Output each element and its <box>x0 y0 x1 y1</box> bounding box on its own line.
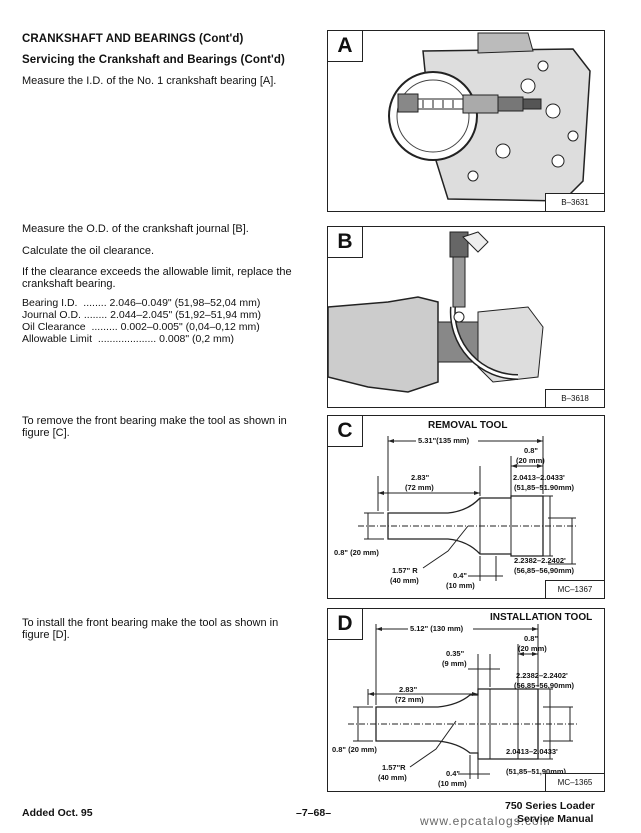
dim-d-d8mm: (10 mm) <box>438 779 467 788</box>
dim-d-d2: 0.35" <box>446 649 465 658</box>
figure-c-ref: MC–1367 <box>545 580 604 598</box>
dim-c-d5mm: (56,85–56,90mm) <box>514 566 575 575</box>
micrometer-bearing-illustration <box>388 32 591 202</box>
dim-c-d3: 2.0413–2.0433' <box>513 473 565 482</box>
dim-c-d4: 0.8" (20 mm) <box>334 548 379 557</box>
removal-tool-drawing <box>358 436 578 581</box>
paragraph-b3-line1: If the clearance exceeds the allowable l… <box>22 266 292 278</box>
figure-a-ref: B–3631 <box>545 193 604 211</box>
dim-d-d1mm: (20 mm) <box>518 644 547 653</box>
figure-d: D INSTALLATION TOOL <box>327 608 605 792</box>
dim-d-overall: 5.12" (130 mm) <box>410 624 464 633</box>
paragraph-a: Measure the I.D. of the No. 1 crankshaft… <box>22 75 277 87</box>
footer-series: 750 Series Loader <box>505 800 595 812</box>
footer-manual: Service Manual <box>517 813 594 825</box>
installation-tool-drawing <box>348 624 578 779</box>
dim-d-d7: 1.57"R <box>382 763 406 772</box>
figure-c-letter: C <box>328 416 363 447</box>
figure-c: C REMOVAL TOOL <box>327 415 605 599</box>
footer-page-number: –7–68– <box>296 807 332 819</box>
spec-journal-od: Journal O.D. ........ 2.044–2.045" (51,9… <box>22 309 261 321</box>
dim-c-d3mm: (51,85–51.90mm) <box>514 483 575 492</box>
dim-d-d6: 2.0413–2.0433' <box>506 747 558 756</box>
dim-c-d6: 1.57" R <box>392 566 418 575</box>
dim-d-d6mm: (51,85–51,90mm) <box>506 767 567 776</box>
spec-list: Bearing I.D. ........ 2.046–0.049" (51,9… <box>22 297 261 345</box>
paragraph-b1: Measure the O.D. of the crankshaft journ… <box>22 223 249 235</box>
footer-date: Added Oct. 95 <box>22 807 93 819</box>
dim-c-d1mm: (20 mm) <box>516 456 545 465</box>
paragraph-d-line2: figure [D]. <box>22 629 70 641</box>
figure-b-ref: B–3618 <box>545 389 604 407</box>
spec-oil-clearance: Oil Clearance ......... 0.002–0.005" (0,… <box>22 321 260 333</box>
dim-c-d2mm: (72 mm) <box>405 483 434 492</box>
dim-d-d7mm: (40 mm) <box>378 773 407 782</box>
dim-d-d3: 2.2382–2.2402' <box>516 671 568 680</box>
dim-c-d7mm: (10 mm) <box>446 581 475 590</box>
section-subheading: Servicing the Crankshaft and Bearings (C… <box>22 54 285 66</box>
paragraph-d-line1: To install the front bearing make the to… <box>22 617 279 629</box>
micrometer-journal-illustration <box>328 231 544 393</box>
dim-c-d7: 0.4" <box>453 571 467 580</box>
figure-d-letter: D <box>328 609 363 640</box>
figure-d-ref: MC–1365 <box>545 773 604 791</box>
dim-c-d6mm: (40 mm) <box>390 576 419 585</box>
dim-d-d5: 0.8" (20 mm) <box>332 745 377 754</box>
spec-bearing-id: Bearing I.D. ........ 2.046–0.049" (51,9… <box>22 297 261 309</box>
dim-d-d4: 2.83" <box>399 685 418 694</box>
dim-c-d1: 0.8" <box>524 446 538 455</box>
figure-b-letter: B <box>328 227 363 258</box>
dim-c-overall: 5.31"(135 mm) <box>418 436 470 445</box>
paragraph-b3-line2: crankshaft bearing. <box>22 278 116 290</box>
dim-d-d3mm: (56,85–56,90mm) <box>514 681 575 690</box>
figure-a-letter: A <box>328 31 363 62</box>
figure-c-title: REMOVAL TOOL <box>428 420 508 431</box>
paragraph-b2: Calculate the oil clearance. <box>22 245 155 257</box>
paragraph-c-line2: figure [C]. <box>22 427 70 439</box>
section-heading: CRANKSHAFT AND BEARINGS (Cont'd) <box>22 33 244 45</box>
dim-d-d1: 0.8" <box>524 634 538 643</box>
figure-b: B B–3618 <box>327 226 605 408</box>
dim-c-d5: 2.2382–2.2402' <box>514 556 566 565</box>
figure-a: A B–3631 <box>327 30 605 212</box>
dim-d-d4mm: (72 mm) <box>395 695 424 704</box>
watermark: www.epcatalogs.com <box>420 814 551 828</box>
dim-d-d2mm: (9 mm) <box>442 659 467 668</box>
paragraph-c-line1: To remove the front bearing make the too… <box>22 415 287 427</box>
dim-c-d2: 2.83" <box>411 473 430 482</box>
dim-d-d8: 0.4" <box>446 769 460 778</box>
spec-allowable-limit: Allowable Limit .................... 0.0… <box>22 333 235 345</box>
figure-d-title: INSTALLATION TOOL <box>490 612 593 623</box>
